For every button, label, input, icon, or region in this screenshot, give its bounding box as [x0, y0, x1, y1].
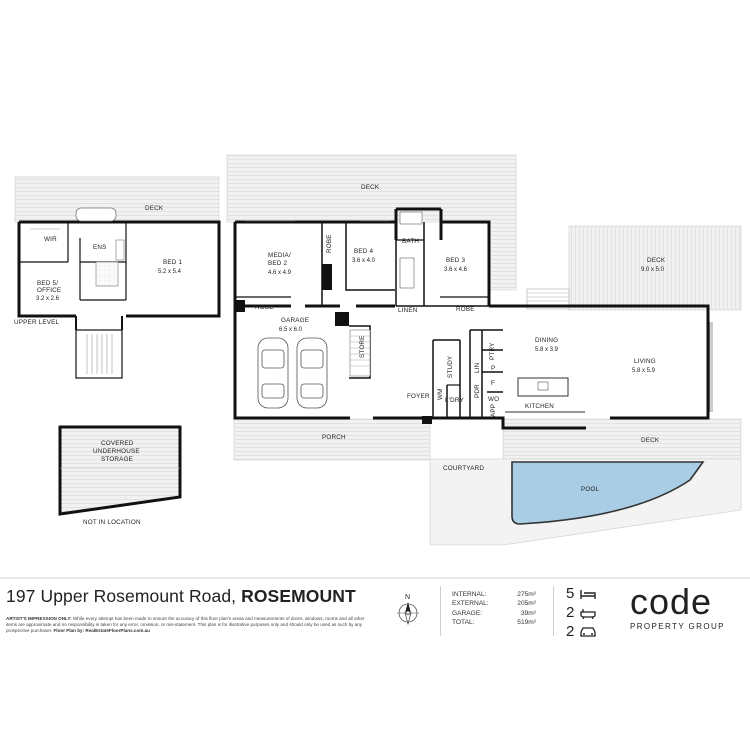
- foyer-label: FOYER: [407, 393, 430, 400]
- bed-icon: [580, 589, 596, 599]
- bedroom-count: 5: [566, 584, 606, 603]
- area-row: TOTAL:519m²: [452, 618, 536, 626]
- bed4-dim: 3.6 x 4.0: [352, 258, 376, 264]
- bath-icon: [580, 608, 596, 619]
- area-row: INTERNAL:275m²: [452, 591, 536, 598]
- bed5-label-2: OFFICE: [37, 287, 61, 294]
- bed1-label: BED 1: [163, 259, 182, 266]
- disclaimer-credit: Floor Plan by: RealEstateFloorPlans.com.…: [53, 628, 151, 634]
- porch-area: [233, 418, 431, 461]
- pool: [511, 461, 705, 525]
- upper-deck-label: DECK: [145, 205, 164, 212]
- p-label: P: [491, 365, 495, 372]
- address-street: 197 Upper Rosemount Road,: [6, 586, 237, 606]
- disclaimer-body: While every attempt has been made to ens…: [6, 616, 365, 634]
- plan-footer: 197 Upper Rosemount Road, ROSEMOUNT ARTI…: [0, 578, 750, 650]
- wir-label: WIR: [44, 236, 57, 243]
- ptry-label: PTRY: [489, 342, 496, 360]
- bed5-dim: 3.2 x 2.6: [36, 296, 60, 302]
- bed3-dim: 3.6 x 4.6: [444, 267, 468, 273]
- car-icon: [580, 626, 596, 637]
- deck-right-label: DECK: [647, 257, 666, 264]
- deck-bottom-label: DECK: [641, 437, 660, 444]
- porch-label: PORCH: [322, 434, 346, 441]
- dining-dim: 5.8 x 3.9: [535, 347, 559, 353]
- area-row: GARAGE:39m²: [452, 609, 536, 617]
- living-label: LIVING: [634, 358, 656, 365]
- bed5-label: BED 5/: [37, 280, 58, 287]
- footer-divider: [553, 586, 554, 636]
- pool-label: POOL: [581, 486, 600, 493]
- robe2-label: ROBE: [456, 306, 475, 313]
- media-label: MEDIA/: [268, 252, 291, 259]
- linen-label: LINEN: [398, 307, 418, 314]
- disclaimer-lead: ARTIST'S IMPRESSION ONLY:: [6, 616, 72, 621]
- dining-label: DINING: [535, 337, 558, 344]
- storage-label-1: COVERED: [101, 440, 134, 447]
- garage-dim: 6.5 x 6.0: [279, 327, 303, 333]
- store-label: STORE: [359, 335, 366, 358]
- logo-subtitle: PROPERTY GROUP: [630, 622, 725, 631]
- property-address: 197 Upper Rosemount Road, ROSEMOUNT: [6, 586, 356, 607]
- lin-label: LIN: [474, 362, 481, 373]
- app-label: APP: [490, 404, 497, 417]
- main-level: DECK MEDIA/ BED 2 4.6 x 4.9 ROBE BED 4 3…: [226, 154, 742, 546]
- media-dim: 4.6 x 4.9: [268, 270, 292, 276]
- company-logo: code PROPERTY GROUP: [630, 581, 725, 632]
- robe1-label: ROBE: [255, 304, 274, 311]
- main-deck-right: [568, 225, 742, 311]
- f-label: F: [491, 380, 495, 387]
- upper-level: DECK WIR ENS BED 1 5.2 x 5.4 BED 5/ OFFI…: [14, 176, 221, 379]
- deck-right-dim: 9.0 x 5.0: [641, 267, 665, 273]
- pdr-label: PDR: [474, 384, 481, 398]
- not-in-location-label: NOT IN LOCATION: [83, 519, 141, 526]
- storage-label-2: UNDERHOUSE: [93, 448, 140, 455]
- wo-label: WO: [488, 396, 499, 403]
- bathtub: [75, 207, 117, 222]
- ens-label: ENS: [93, 244, 107, 251]
- bed3-label: BED 3: [446, 257, 465, 264]
- car-shape: [257, 337, 328, 409]
- storage-label-3: STORAGE: [101, 456, 133, 463]
- robe-vertical-label: ROBE: [326, 234, 333, 253]
- media-label-2: BED 2: [268, 260, 287, 267]
- deck-bottom-area: [502, 418, 742, 460]
- upper-level-label: UPPER LEVEL: [14, 319, 60, 326]
- address-suburb: ROSEMOUNT: [241, 586, 356, 606]
- feature-counts: 5 2 2: [566, 584, 606, 641]
- footer-divider: [440, 586, 441, 636]
- courtyard-label: COURTYARD: [443, 465, 484, 472]
- bath-label: BATH: [402, 238, 419, 245]
- logo-word: code: [630, 581, 713, 622]
- deck-top-label: DECK: [361, 184, 380, 191]
- disclaimer: ARTIST'S IMPRESSION ONLY: While every at…: [6, 616, 366, 635]
- living-dim: 5.8 x 5.9: [632, 368, 656, 374]
- ldry-label: L'DRY: [445, 397, 464, 404]
- area-summary: INTERNAL:275m² EXTERNAL:205m² GARAGE:39m…: [452, 590, 536, 627]
- upper-deck: [14, 176, 220, 223]
- compass-label: N: [405, 594, 410, 601]
- upper-stairs: [75, 329, 123, 379]
- car-count: 2: [566, 622, 606, 641]
- wm-label: WM: [437, 388, 444, 400]
- compass-icon: N: [396, 592, 420, 626]
- bathroom-count: 2: [566, 603, 606, 622]
- garage-label: GARAGE: [281, 317, 309, 324]
- study-label: STUDY: [447, 355, 454, 378]
- bed1-dim: 5.2 x 5.4: [158, 269, 182, 275]
- underhouse-storage: COVERED UNDERHOUSE STORAGE NOT IN LOCATI…: [58, 425, 182, 526]
- area-row: EXTERNAL:205m²: [452, 600, 536, 608]
- kitchen-label: KITCHEN: [525, 403, 554, 410]
- bed4-label: BED 4: [354, 248, 373, 255]
